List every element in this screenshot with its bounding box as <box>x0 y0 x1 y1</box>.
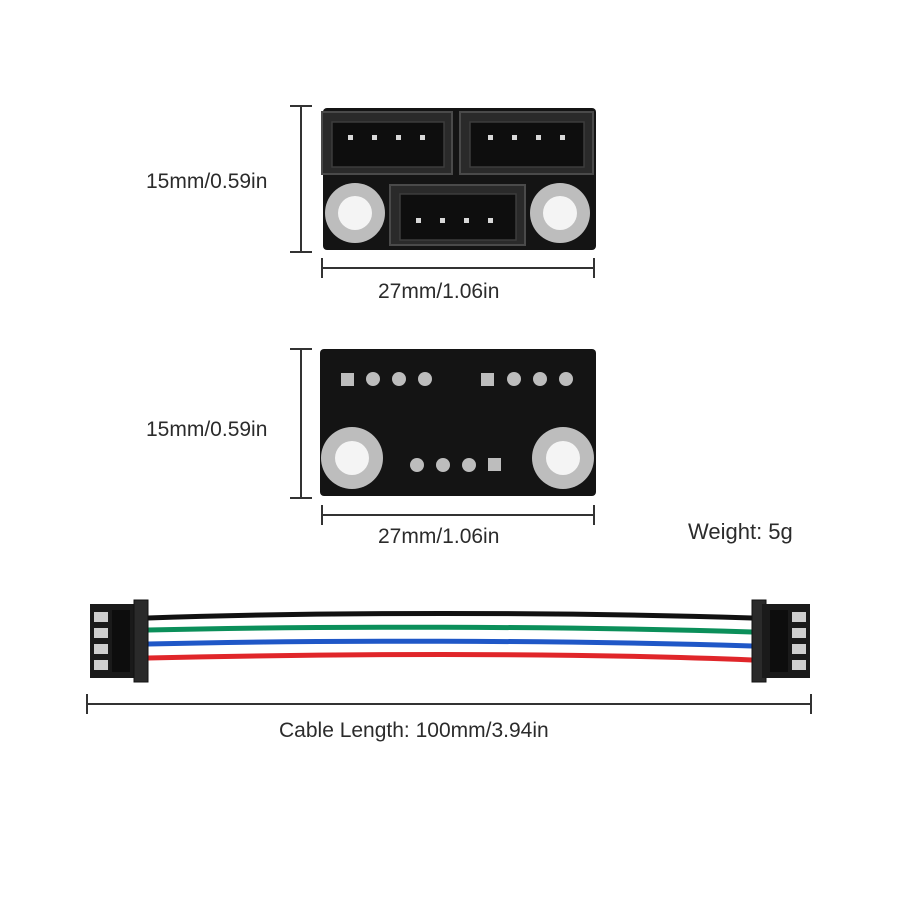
wire-blue <box>145 638 755 649</box>
pads-upper-left <box>341 372 432 386</box>
bottom-width-dimension <box>321 505 595 525</box>
connector-upper-right <box>459 111 594 175</box>
top-height-dimension <box>290 105 312 253</box>
wire-red <box>145 652 755 663</box>
bottom-board-height-label: 15mm/0.59in <box>146 418 268 441</box>
wire-black <box>145 611 755 621</box>
bottom-board-width-label: 27mm/1.06in <box>378 525 500 548</box>
pads-bottom-center <box>410 458 501 472</box>
cable-length-label: Cable Length: 100mm/3.94in <box>279 719 549 742</box>
top-board-front <box>321 108 596 250</box>
cable <box>90 599 810 683</box>
mount-hole-left <box>325 183 385 243</box>
connector-upper-left <box>321 111 453 175</box>
bottom-board-back <box>320 349 596 496</box>
pads-upper-right <box>481 372 573 386</box>
top-board-height-label: 15mm/0.59in <box>146 170 268 193</box>
top-width-dimension <box>321 258 595 278</box>
connector-plug-right <box>751 599 810 683</box>
bottom-height-dimension <box>290 348 312 499</box>
wire-green <box>145 624 755 635</box>
bottom-pcb <box>320 349 596 496</box>
top-board-width-label: 27mm/1.06in <box>378 280 500 303</box>
cable-wires <box>145 611 755 663</box>
mount-hole-back-left <box>321 427 383 489</box>
cable-length-dimension <box>86 694 812 714</box>
weight-label: Weight: 5g <box>688 519 793 544</box>
connector-plug-left <box>90 599 149 683</box>
connector-bottom-center <box>389 184 526 246</box>
mount-hole-back-right <box>532 427 594 489</box>
mount-hole-right <box>530 183 590 243</box>
